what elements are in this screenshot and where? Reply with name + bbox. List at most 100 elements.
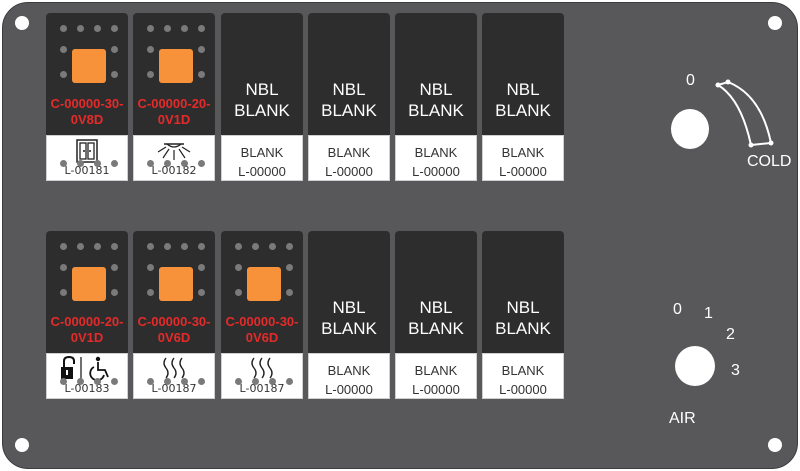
air-label: AIR xyxy=(669,410,696,427)
mount-dot xyxy=(147,160,154,167)
heat-waves-icon xyxy=(163,357,185,379)
mount-dot xyxy=(77,378,84,385)
mount-dot xyxy=(235,289,242,296)
mount-dot xyxy=(198,289,205,296)
switch-label: L-00182 xyxy=(133,135,215,181)
switch-part-code: C-00000-30- 0V6D xyxy=(225,314,299,345)
mount-dot xyxy=(198,160,205,167)
label-code: L-00187 xyxy=(151,382,197,395)
label-code: L-00000 xyxy=(412,382,460,397)
mount-dot xyxy=(235,243,242,250)
air-knob[interactable] xyxy=(675,346,715,386)
nbl-title: NBL xyxy=(419,298,453,317)
mount-dot xyxy=(60,264,67,271)
mount-dot xyxy=(198,71,205,78)
mount-dot xyxy=(181,25,188,32)
mount-dot xyxy=(77,160,84,167)
nbl-title: NBL xyxy=(332,80,366,99)
heat-waves-icon xyxy=(251,357,273,379)
mount-dot xyxy=(60,71,67,78)
cold-range-indicator xyxy=(715,79,774,148)
rocker-switch[interactable] xyxy=(72,267,106,301)
mount-dot xyxy=(164,243,171,250)
mount-dot xyxy=(252,378,259,385)
mount-dot xyxy=(94,243,101,250)
nbl-subtitle: BLANK xyxy=(495,101,551,120)
switch-slot-5: C-00000-30- 0V6D L-00187 xyxy=(221,231,303,399)
mount-dot xyxy=(111,378,118,385)
switch-slot-2: C-00000-20- 0V1D L-00182 xyxy=(133,13,215,181)
label-code: L-00000 xyxy=(325,382,373,397)
label-code: L-00181 xyxy=(64,164,110,177)
blank-label: BLANK L-00000 xyxy=(308,353,390,399)
mount-dot xyxy=(198,378,205,385)
mount-dot xyxy=(164,25,171,32)
mount-dot xyxy=(147,243,154,250)
mount-dot xyxy=(147,71,154,78)
rocker-switch[interactable] xyxy=(247,267,281,301)
nbl-subtitle: BLANK xyxy=(234,101,290,120)
mount-dot xyxy=(77,25,84,32)
mount-dot xyxy=(111,71,118,78)
mount-dot xyxy=(269,378,276,385)
mount-dot xyxy=(60,243,67,250)
mount-dot xyxy=(111,46,118,53)
mount-dot xyxy=(111,289,118,296)
switch-part-code: C-00000-30- 0V8D xyxy=(50,96,124,127)
label-title: BLANK xyxy=(327,363,371,378)
nbl-title: NBL xyxy=(419,80,453,99)
mount-dot xyxy=(252,243,259,250)
rocker-switch[interactable] xyxy=(72,49,106,83)
mount-dot xyxy=(111,160,118,167)
mount-dot xyxy=(60,289,67,296)
rocker-switch[interactable] xyxy=(159,267,193,301)
nbl-title: NBL xyxy=(332,298,366,317)
mount-dot xyxy=(60,25,67,32)
screw-bottom-left xyxy=(15,438,29,452)
mount-dot xyxy=(181,378,188,385)
switch-label: L-00187 xyxy=(221,353,303,399)
temp-zero-label: 0 xyxy=(686,72,695,89)
label-title: BLANK xyxy=(240,145,284,160)
label-code: L-00182 xyxy=(151,164,197,177)
switch-slot-4: C-00000-30- 0V6D L-00187 xyxy=(133,231,215,399)
label-code: L-00187 xyxy=(239,382,285,395)
switch-part-code: C-00000-20- 0V1D xyxy=(50,314,124,345)
mount-dot xyxy=(286,378,293,385)
switch-label: L-00183 xyxy=(46,353,128,399)
mount-dot xyxy=(60,378,67,385)
double-door-icon xyxy=(76,139,98,163)
mount-dot xyxy=(77,243,84,250)
mount-dot xyxy=(94,25,101,32)
rocker-switch[interactable] xyxy=(159,49,193,83)
mount-dot xyxy=(269,243,276,250)
mount-dot xyxy=(181,243,188,250)
screw-top-right xyxy=(768,16,782,30)
air-pos-0: 0 xyxy=(673,301,682,318)
mount-dot xyxy=(111,25,118,32)
light-rays-icon xyxy=(157,143,191,160)
switch-slot-1: C-00000-30- 0V8D L-00181 xyxy=(46,13,128,181)
switch-label: L-00187 xyxy=(133,353,215,399)
switch-part-code: C-00000-30- 0V6D xyxy=(137,314,211,345)
label-title: BLANK xyxy=(501,363,545,378)
mount-dot xyxy=(235,264,242,271)
label-code: L-00000 xyxy=(499,164,547,179)
switch-slot-3: C-00000-20- 0V1D L-00183 xyxy=(46,231,128,399)
mount-dot xyxy=(147,46,154,53)
switch-part-code: C-00000-20- 0V1D xyxy=(137,96,211,127)
screw-bottom-right xyxy=(768,438,782,452)
mount-dot xyxy=(147,289,154,296)
mount-dot xyxy=(235,378,242,385)
label-title: BLANK xyxy=(414,145,458,160)
temperature-knob[interactable] xyxy=(671,109,709,149)
nbl-title: NBL xyxy=(245,80,279,99)
